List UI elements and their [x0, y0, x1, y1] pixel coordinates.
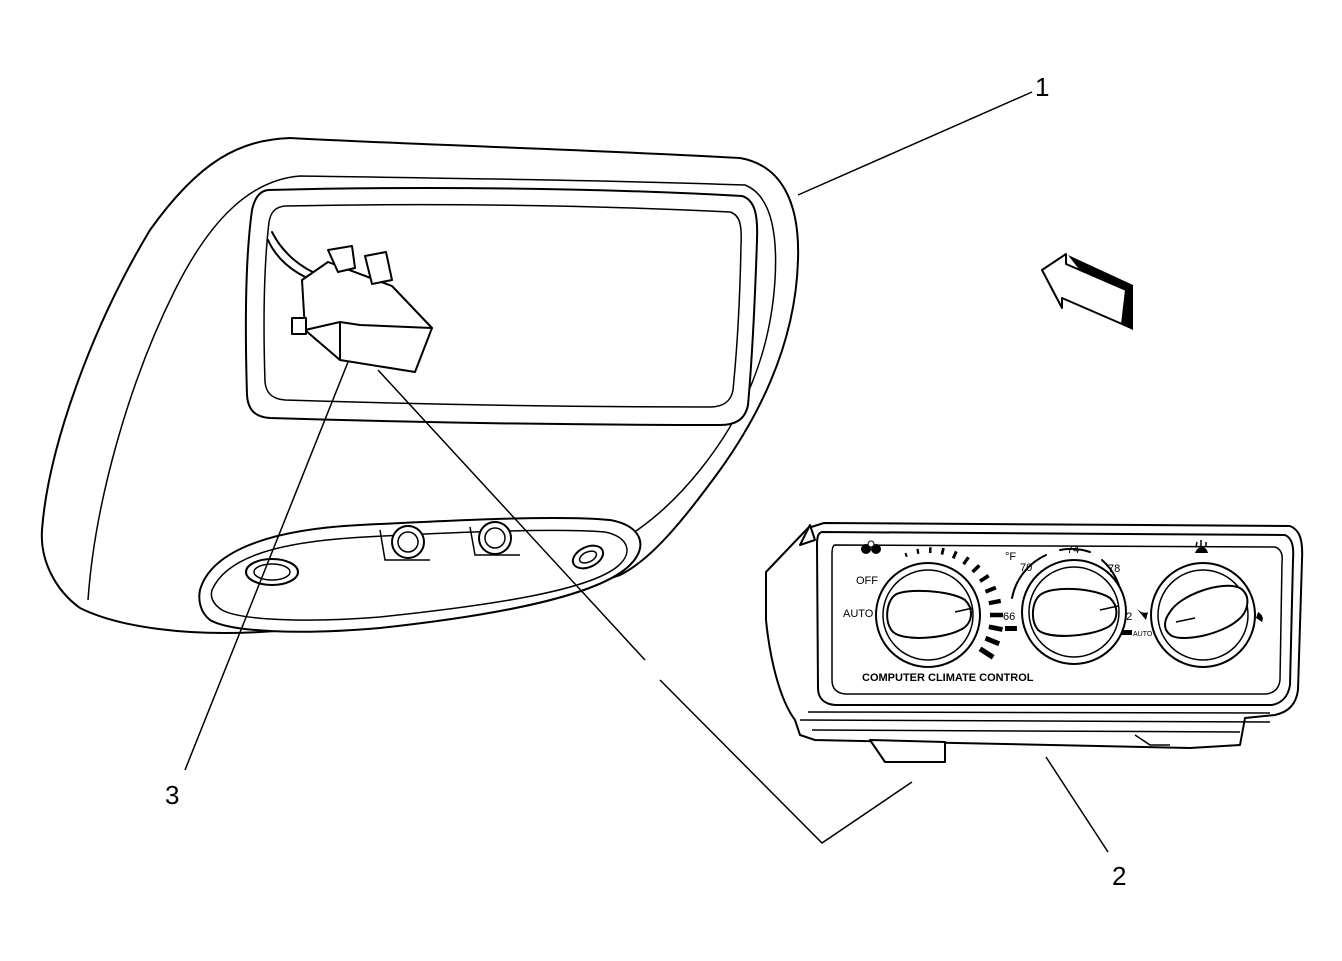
- module-footer-label: COMPUTER CLIMATE CONTROL: [862, 672, 1034, 684]
- label-temp-66: 66: [1003, 611, 1015, 623]
- lamp-lens-right-inner: [578, 550, 598, 564]
- connector-latch-right: [364, 251, 393, 285]
- temp-auto-mark: [1120, 630, 1132, 635]
- temp-arc-cool: [1011, 554, 1047, 599]
- fan-knob[interactable]: [886, 589, 972, 639]
- console-opening-inner: [263, 203, 742, 408]
- fan-scale-tick: [978, 646, 995, 660]
- callout-3: 3: [165, 780, 179, 810]
- fan-scale-tick: [971, 564, 981, 574]
- leader-lines: [184, 91, 1109, 853]
- leader-line-2: [1045, 756, 1109, 853]
- leader-line-3: [184, 361, 349, 771]
- mode-knob-pointer: [1175, 617, 1196, 623]
- mode-icon: [1136, 608, 1263, 622]
- console-button-1-face: [397, 531, 419, 553]
- fan-scale-tick: [951, 550, 958, 559]
- label-off: OFF: [856, 575, 878, 587]
- label-auto-right: AUTO: [1133, 631, 1153, 638]
- callout-1: 1: [1035, 72, 1049, 102]
- label-unit-degf: °F: [1005, 551, 1016, 563]
- console-button-1: [391, 525, 425, 559]
- module-retaining-clip: [869, 739, 946, 763]
- temperature-knob-group: °F 70 74 78 66 82 AUTO: [1003, 544, 1153, 665]
- fan-icon: [861, 540, 881, 554]
- fan-knob-group: OFF AUTO: [843, 540, 1003, 668]
- connection-line-lower: [659, 679, 913, 844]
- temp-knob-pointer: [1099, 605, 1119, 611]
- temp-cool-mark: [1005, 626, 1017, 631]
- console-button-2: [478, 521, 512, 555]
- console-inner-edge: [87, 175, 777, 601]
- fan-scale-tick: [916, 548, 920, 554]
- lamp-lens-left: [245, 558, 299, 586]
- label-temp-78: 78: [1108, 563, 1120, 575]
- arrow-body: [1041, 253, 1127, 325]
- fan-scale-tick: [984, 635, 1001, 647]
- temperature-knob[interactable]: [1032, 587, 1118, 637]
- defrost-icon: [1195, 540, 1208, 553]
- fan-knob-base: [882, 569, 974, 661]
- fan-scale-tick: [988, 598, 1002, 606]
- button-recess-2: [469, 526, 520, 556]
- button-recess-1: [379, 529, 430, 561]
- callout-2: 2: [1112, 861, 1126, 891]
- fan-scale-tick: [940, 547, 945, 555]
- leader-line-1: [797, 91, 1033, 196]
- mode-knob-group: [1136, 540, 1263, 668]
- button-panel-outer: [198, 516, 642, 633]
- mode-knob-base: [1157, 569, 1249, 661]
- connection-line-upper: [377, 369, 646, 661]
- connector-edge-1: [304, 321, 433, 331]
- label-temp-70: 70: [1020, 562, 1032, 574]
- fan-scale-tick: [978, 574, 990, 583]
- climate-control-module: OFF AUTO °F 70 74 78 66 82 AUTO: [765, 522, 1304, 763]
- connector-tab: [291, 317, 307, 335]
- temp-knob-base: [1028, 566, 1120, 658]
- fan-scale-tick: [984, 585, 997, 594]
- mode-knob[interactable]: [1164, 584, 1249, 640]
- housing-ribs: [799, 711, 1271, 733]
- lamp-lens-left-inner: [253, 563, 291, 581]
- fan-scale-tick: [988, 624, 1003, 632]
- fan-scale-tick: [962, 556, 970, 566]
- temp-arc-mid: [1059, 547, 1091, 553]
- overhead-console: [40, 137, 800, 634]
- housing-notch: [1134, 734, 1170, 746]
- fan-speed-scale: [904, 547, 1003, 660]
- faceplate-bezel: [831, 544, 1283, 695]
- connector-latch-left: [327, 245, 356, 273]
- fan-scale-tick: [904, 552, 908, 558]
- electrical-connector: [267, 231, 433, 373]
- console-button-2-face: [484, 527, 506, 549]
- label-auto-left: AUTO: [843, 608, 874, 620]
- fan-knob-pointer: [954, 607, 974, 613]
- direction-arrow-icon: [1041, 253, 1133, 330]
- module-side-tab: [799, 524, 816, 546]
- label-temp-74: 74: [1067, 544, 1079, 556]
- button-panel: [198, 516, 642, 633]
